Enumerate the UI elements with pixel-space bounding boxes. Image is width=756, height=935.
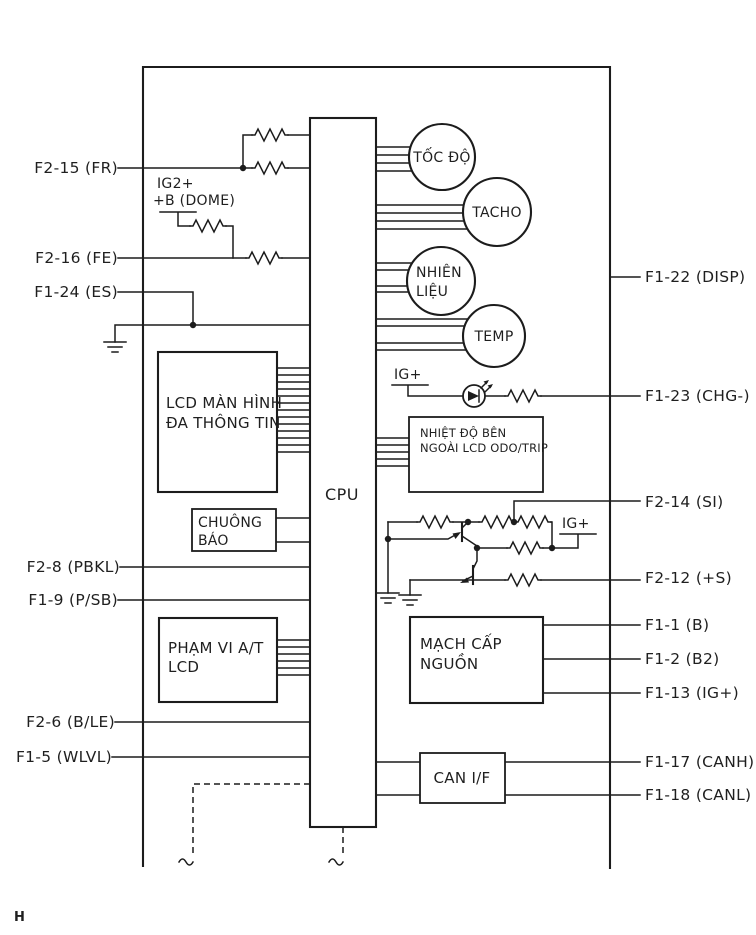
b-dome-label: +B (DOME) — [153, 193, 235, 209]
speed-gauge-label: TỐC ĐỘ — [412, 147, 470, 166]
power-supply-label-line2: NGUỒN — [420, 652, 478, 673]
at-range-label-line1: PHẠM VI A/T — [168, 639, 264, 657]
pin-f2-8-pbkl: F2-8 (PBKL) — [27, 558, 120, 576]
lcd-block-label-line1: LCD MÀN HÌNH — [166, 393, 282, 412]
chime-label-line2: BÁO — [198, 532, 229, 549]
outside-temp-odo-block: NHIỆT ĐỘ BÊN NGOÀI LCD ODO/TRIP — [375, 416, 548, 493]
outside-temp-label-line2: NGOÀI LCD ODO/TRIP — [420, 440, 548, 455]
at-range-label-line2: LCD — [168, 658, 199, 676]
chime-block: CHUÔNG BÁO — [191, 508, 311, 552]
power-supply-block: MẠCH CẤP NGUỒN — [408, 615, 641, 705]
pin-f1-18-canl: F1-18 (CANL) — [645, 786, 751, 804]
fuel-gauge: NHIÊN LIỆU — [405, 245, 477, 317]
pin-f1-5-wlvl: F1-5 (WLVL) — [16, 748, 112, 766]
charge-indicator-circuit: IG+ — [391, 367, 641, 408]
outside-temp-label-line1: NHIỆT ĐỘ BÊN — [420, 425, 506, 440]
pin-f1-9-psb: F1-9 (P/SB) — [28, 591, 118, 609]
meter-frame — [141, 65, 612, 870]
pin-f1-24-es: F1-24 (ES) — [34, 283, 118, 301]
corner-mark: H — [14, 910, 25, 925]
pin-f2-12-s: F2-12 (+S) — [645, 569, 732, 587]
tacho-gauge: TACHO — [461, 176, 533, 248]
pin-f2-16-fe: F2-16 (FE) — [35, 249, 118, 267]
power-supply-label-line1: MẠCH CẤP — [420, 632, 502, 653]
lcd-multi-info-block: LCD MÀN HÌNH ĐA THÔNG TIN — [156, 350, 311, 494]
lcd-block-label-line2: ĐA THÔNG TIN — [166, 413, 281, 432]
ig2-dome-labels: IG2+ +B (DOME) — [153, 176, 235, 209]
pin-f2-6-ble: F2-6 (B/LE) — [26, 713, 115, 731]
pin-f1-17-canh: F1-17 (CANH) — [645, 753, 754, 771]
fuel-gauge-label-line2: LIỆU — [416, 282, 448, 300]
can-if-label: CAN I/F — [434, 769, 491, 787]
at-range-block: PHẠM VI A/T LCD — [157, 616, 311, 704]
speed-gauge: TỐC ĐỘ — [407, 122, 477, 192]
cpu-block: CPU — [308, 116, 378, 829]
fuel-gauge-label-line1: NHIÊN — [416, 263, 462, 281]
ig2-label: IG2+ — [157, 176, 194, 192]
pin-f1-1-b: F1-1 (B) — [645, 616, 709, 634]
transistor-driver-circuit: IG+ — [376, 500, 641, 606]
pin-f1-23-chg: F1-23 (CHG-) — [645, 387, 750, 405]
ig-plus-transistor-label: IG+ — [562, 516, 590, 532]
can-interface-block: CAN I/F — [375, 752, 641, 804]
dashed-continuation-wires — [178, 783, 344, 866]
temp-gauge-label: TEMP — [473, 329, 513, 345]
temp-gauge: TEMP — [461, 303, 527, 369]
pin-f1-13-ig: F1-13 (IG+) — [645, 684, 739, 702]
chime-label-line1: CHUÔNG — [198, 513, 262, 531]
ig-plus-led-label: IG+ — [394, 367, 422, 383]
pin-f1-2-b2: F1-2 (B2) — [645, 650, 719, 668]
pin-f2-15-fr: F2-15 (FR) — [34, 159, 118, 177]
pin-f1-22-disp: F1-22 (DISP) — [645, 268, 745, 286]
cpu-label: CPU — [325, 485, 359, 504]
gauge-bus-lines — [375, 146, 498, 351]
pin-labels: F2-15 (FR) F2-16 (FE) F1-24 (ES) F2-8 (P… — [16, 159, 754, 804]
left-pin-wires — [103, 128, 311, 758]
tacho-gauge-label: TACHO — [471, 205, 522, 221]
pin-f2-14-si: F2-14 (SI) — [645, 493, 724, 511]
led-icon — [462, 380, 493, 408]
